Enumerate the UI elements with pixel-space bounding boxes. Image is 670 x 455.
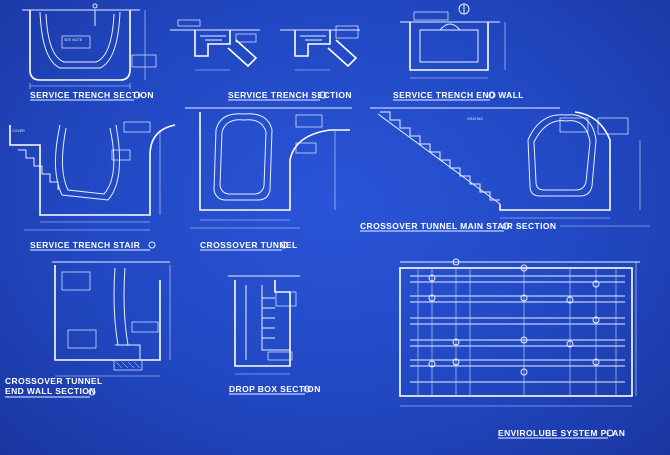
title-service-trench-section-1: SERVICE TRENCH SECTION [30,90,154,100]
detail-crossover-tunnel: CROSSOVER TUNNEL [185,107,352,251]
title-drop-box-section: DROP BOX SECTION [229,384,321,394]
detail-envirolube-system-plan: ENVIROLUBE SYSTEM PLAN [399,258,640,439]
hatch-base [113,359,143,371]
title-service-trench-end-wall: SERVICE TRENCH END WALL [393,90,524,100]
plan-horizontal-tracks [410,275,625,383]
title-crossover-tunnel: CROSSOVER TUNNEL [200,240,298,250]
title-service-trench-stair: SERVICE TRENCH STAIR [30,240,140,250]
drop-box-rungs [262,297,275,339]
detail-service-trench-end-wall: SERVICE TRENCH END WALL [393,3,524,101]
title-service-trench-section-2: SERVICE TRENCH SECTION [228,90,352,100]
detail-drop-box-section: DROP BOX SECTION [228,275,321,395]
title-crossover-tunnel-main-stair-section: CROSSOVER TUNNEL MAIN STAIR SECTION [360,221,556,231]
detail-service-trench-section-1: SEE NOTE SERVICE TRENCH SECTION [22,3,157,101]
svg-text:GRATING: GRATING [467,117,483,121]
plan-vertical-grid [417,268,617,396]
detail-service-trench-stair: COVER SERVICE TRENCH STAIR [9,121,176,251]
plan-lube-units [428,258,600,376]
svg-text:SEE NOTE: SEE NOTE [64,38,83,42]
title-crossover-tunnel-end-wall-line1: CROSSOVER TUNNEL [5,376,103,386]
detail-crossover-tunnel-main-stair-section: GRATING CROSSOVER TUNNEL MAIN STAIR SECT… [360,107,650,232]
title-envirolube-system-plan: ENVIROLUBE SYSTEM PLAN [498,428,625,438]
svg-text:COVER: COVER [12,129,25,133]
detail-service-trench-section-2: SERVICE TRENCH SECTION [170,19,360,101]
title-crossover-tunnel-end-wall-line2: END WALL SECTION [5,386,96,396]
detail-crossover-tunnel-end-wall-section: CROSSOVER TUNNEL END WALL SECTION [5,261,171,398]
